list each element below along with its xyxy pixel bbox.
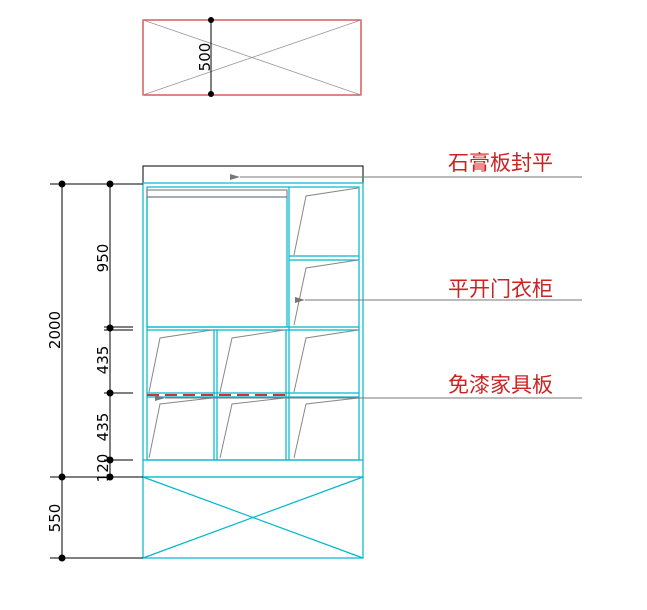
door-mark-low-1	[148, 397, 213, 459]
callout-gypsum-board: 石膏板封平	[448, 151, 553, 175]
dim-dot	[106, 389, 114, 397]
dim-dot	[106, 180, 114, 188]
dim-middle-section-label: 435	[94, 346, 112, 375]
dimension-dots	[58, 180, 114, 562]
callout-leaders	[155, 174, 582, 401]
wardrobe-body	[142, 182, 364, 559]
plan-view: 500	[142, 17, 362, 97]
plan-dim-dot-top	[208, 17, 214, 23]
plan-depth-label: 500	[196, 43, 214, 72]
wardrobe-inner-frame	[146, 186, 360, 461]
dim-total-height-label: 2000	[46, 311, 64, 349]
door-mark-mid-2	[219, 329, 285, 393]
door-mark-mid-3	[293, 329, 359, 393]
door-mark-upper-right-1	[293, 187, 359, 256]
dim-lower-section-label: 435	[94, 413, 112, 442]
base-cabinet-diagonal-2	[142, 476, 364, 559]
door-mark-low-2	[219, 397, 285, 459]
plan-dim-dot-bottom	[208, 91, 214, 97]
door-mark-upper-right-2	[293, 259, 359, 326]
dim-dot	[106, 456, 114, 464]
base-cabinet	[142, 476, 364, 559]
dim-dot	[58, 180, 66, 188]
dim-dot	[106, 473, 114, 481]
hanging-compartment	[146, 196, 288, 328]
callout-paint-free-board: 免漆家具板	[448, 373, 553, 397]
callout-hinged-wardrobe: 平开门衣柜	[448, 277, 553, 301]
door-swing-marks	[148, 187, 359, 459]
dim-upper-section-label: 950	[94, 244, 112, 273]
dim-toe-kick-label: 120	[94, 454, 112, 483]
plan-diagonal-2	[142, 19, 362, 96]
door-mark-mid-1	[148, 329, 213, 393]
dim-dot	[58, 473, 66, 481]
dim-dot	[58, 554, 66, 562]
door-mark-low-3	[293, 397, 359, 459]
dim-dot	[106, 324, 114, 332]
plan-outline	[142, 19, 362, 96]
gypsum-board-strip	[142, 165, 364, 184]
hanging-rod	[146, 189, 288, 198]
dim-base-cabinet-label: 550	[46, 504, 64, 533]
